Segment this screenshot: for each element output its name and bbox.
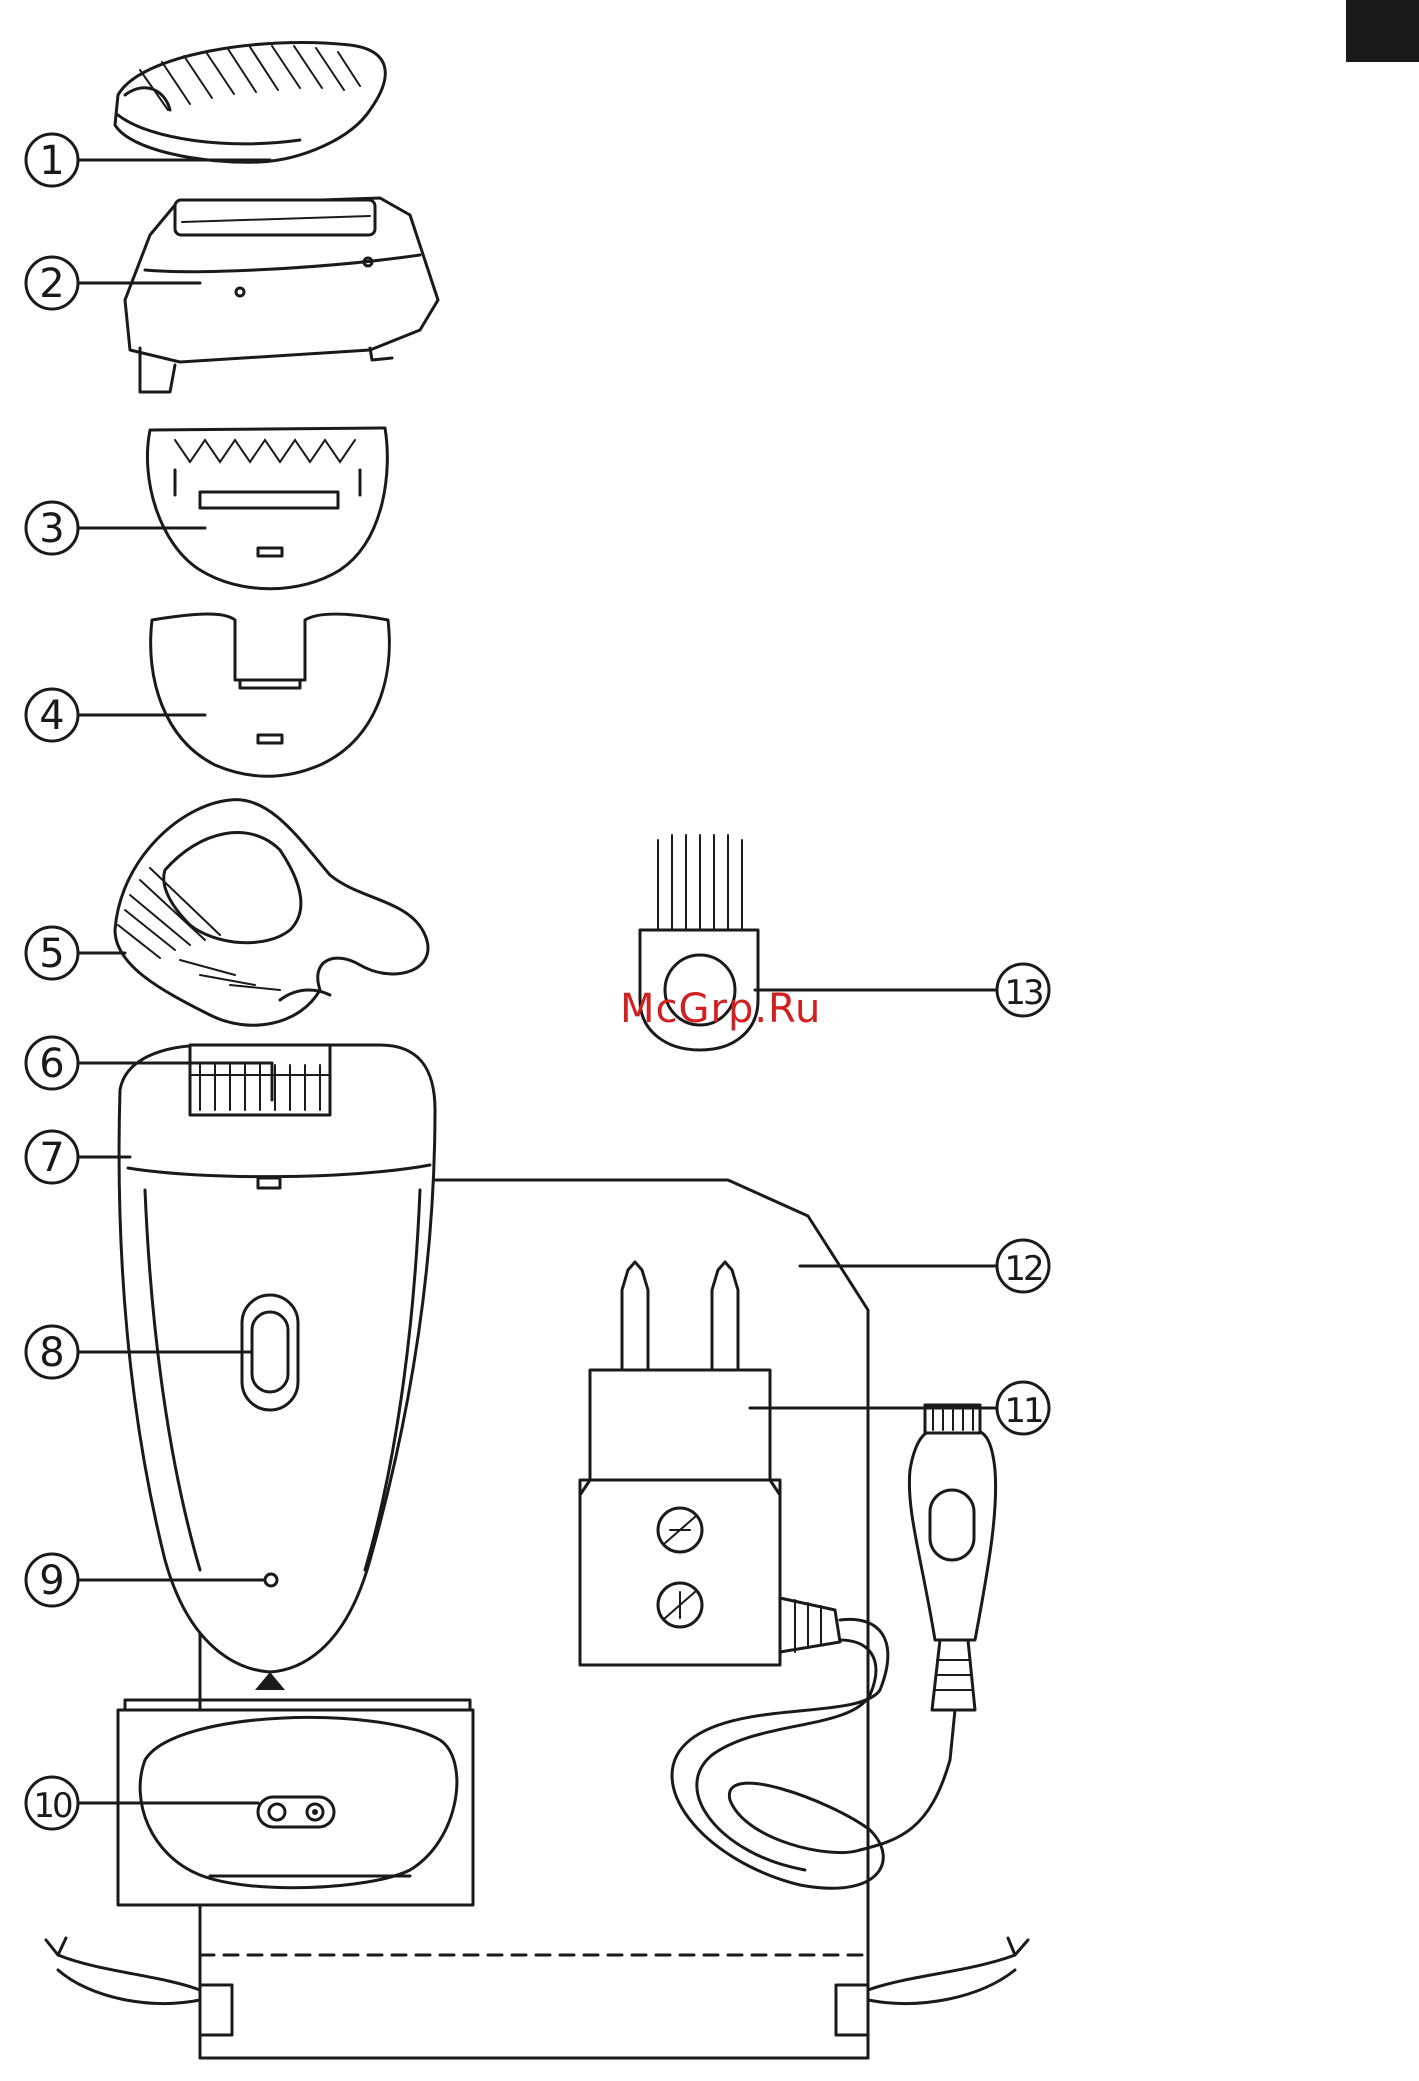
callout-13: 13 [997, 964, 1049, 1016]
callout-10: 10 [26, 1777, 78, 1829]
callout-11-label: 11 [1004, 1391, 1042, 1431]
callout-8: 8 [26, 1326, 78, 1378]
callout-3-label: 3 [39, 506, 64, 552]
callout-1: 1 [26, 134, 78, 186]
callout-5-label: 5 [39, 931, 64, 977]
skin-stretcher-illustration [147, 428, 387, 589]
efficiency-cap-illustration [151, 614, 390, 776]
callout-9: 9 [26, 1554, 78, 1606]
socket-inset-illustration [118, 1672, 473, 1905]
callout-11: 11 [997, 1382, 1049, 1434]
callout-2-label: 2 [39, 261, 64, 307]
callout-7: 7 [26, 1131, 78, 1183]
callout-8-label: 8 [39, 1330, 64, 1376]
callout-4: 4 [26, 689, 78, 741]
callout-13-label: 13 [1004, 973, 1042, 1013]
corner-tab [1346, 0, 1419, 62]
callout-1-label: 1 [39, 138, 64, 184]
callout-3: 3 [26, 502, 78, 554]
massage-cap-illustration [115, 800, 428, 1026]
callout-12-label: 12 [1004, 1249, 1042, 1289]
comb-illustration [115, 42, 385, 162]
callout-6: 6 [26, 1037, 78, 1089]
adapter-illustration [580, 1262, 996, 1888]
epilator-illustration [119, 1045, 435, 1672]
callout-6-label: 6 [39, 1041, 64, 1087]
shaving-head-illustration [125, 198, 438, 392]
callout-4-label: 4 [39, 693, 64, 739]
callout-7-label: 7 [39, 1135, 64, 1181]
watermark-text: McGrp.Ru [620, 986, 821, 1032]
callout-9-label: 9 [39, 1558, 64, 1604]
callout-5: 5 [26, 927, 78, 979]
callout-10-label: 10 [33, 1786, 72, 1826]
callout-12: 12 [997, 1240, 1049, 1292]
callout-2: 2 [26, 257, 78, 309]
